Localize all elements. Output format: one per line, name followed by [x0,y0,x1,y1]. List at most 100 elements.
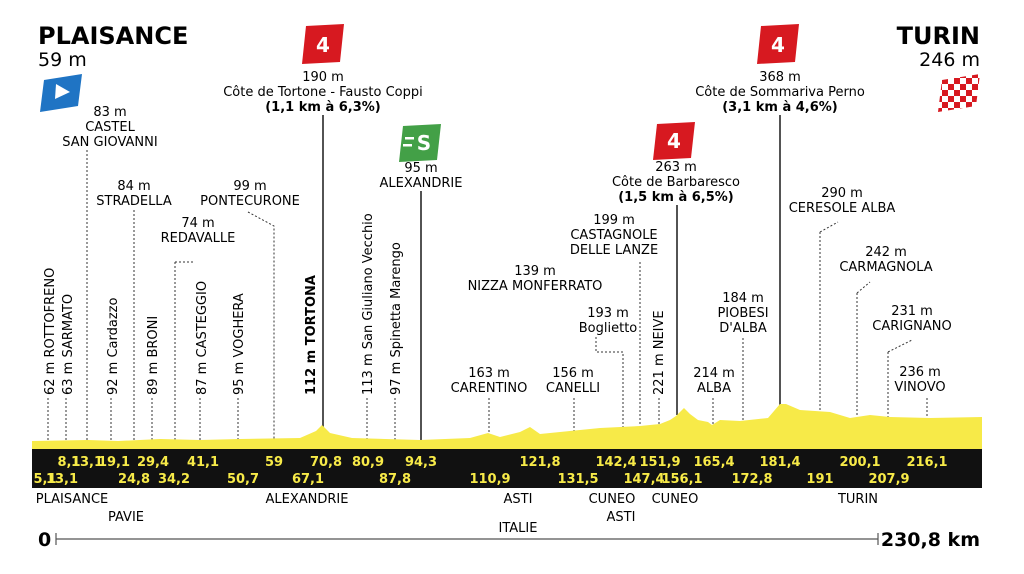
km-bottom-label: 87,8 [379,472,411,487]
town-below-asti-2: ASTI [607,510,636,525]
label-castel-l2: SAN GIOVANNI [62,135,157,150]
sprint-altitude: 95 m [404,161,437,176]
km-top-label: 59 [265,455,283,470]
km-top-label: 41,1 [187,455,219,470]
label-vinovo-alt: 236 m [899,365,941,380]
finish-altitude: 246 m [919,49,980,71]
vlabel-cardazzo: 92 m Cardazzo [106,298,121,395]
label-canelli-name: CANELLI [546,381,600,396]
label-piobesi-l2: D'ALBA [719,321,767,336]
label-boglietto-name: Boglietto [579,321,638,336]
label-redavalle-name: REDAVALLE [161,231,236,246]
km-top-label: 181,4 [759,455,800,470]
label-castagnole-l1: CASTAGNOLE [570,228,657,243]
vlabel-neive: 221 m NEIVE [652,310,667,395]
climb-category-icon-sommariva: 4 [757,24,799,64]
km-bottom-label: 172,8 [731,472,772,487]
label-canelli-alt: 156 m [552,366,594,381]
km-bottom-label: 5,1 [33,472,56,487]
town-below-cuneo-2: CUNEO [652,492,699,507]
label-pontecurone-name: PONTECURONE [200,194,300,209]
town-below-asti: ASTI [504,492,533,507]
km-bottom-label: 156,1 [661,472,702,487]
label-castagnole-l2: DELLE LANZE [570,243,658,258]
label-castagnole-alt: 199 m [593,213,635,228]
label-carmagnola-name: CARMAGNOLA [839,260,932,275]
vlabel-sangiuliano: 113 m San Giuliano Vecchio [361,213,376,395]
km-top-label: 121,8 [519,455,560,470]
km-bottom-label: 110,9 [469,472,510,487]
summit-lines [322,115,781,441]
label-carignano-alt: 231 m [891,304,933,319]
label-piobesi-alt: 184 m [722,291,764,306]
climb-name-sommariva: Côte de Sommariva Perno [695,85,865,100]
km-top-label: 13,1 [71,455,103,470]
distance-total: 230,8 km [881,529,980,551]
km-bottom-label: 13,1 [46,472,78,487]
start-altitude: 59 m [38,49,87,71]
climb-detail-barbaresco: (1,5 km à 6,5%) [618,190,734,205]
distance-band [32,449,982,488]
km-bottom-label: 191 [806,472,833,487]
label-ceresole-alt: 290 m [821,186,863,201]
label-carignano-name: CARIGNANO [872,319,952,334]
km-bottom-label: 50,7 [227,472,259,487]
km-bottom-label: 24,8 [118,472,150,487]
vlabel-casteggio: 87 m CASTEGGIO [195,281,210,395]
km-top-label: 80,9 [352,455,384,470]
label-alba-alt: 214 m [693,366,735,381]
label-ceresole-name: CERESOLE ALBA [789,201,896,216]
km-top-label: 151,9 [639,455,680,470]
label-pontecurone-alt: 99 m [233,179,266,194]
label-carmagnola-alt: 242 m [865,245,907,260]
vlabel-rottofreno: 62 m ROTTOFRENO [43,268,58,395]
country-label: ITALIE [499,521,538,536]
km-top-label: 216,1 [906,455,947,470]
label-redavalle-alt: 74 m [181,216,214,231]
label-vinovo-name: VINOVO [894,380,945,395]
town-below-cuneo: CUNEO [589,492,636,507]
label-castel-l1: CASTEL [85,120,135,135]
sprint-icon: S [399,124,441,162]
vlabel-spinetta: 97 m Spinetta Marengo [389,242,404,395]
climb-category-icon-tortone: 4 [302,24,344,64]
climb-altitude-barbaresco: 263 m [655,160,697,175]
climb-category-sommariva: 4 [771,33,785,57]
climb-altitude-tortone: 190 m [302,70,344,85]
sprint-symbol: S [417,131,431,155]
climb-detail-tortone: (1,1 km à 6,3%) [265,100,381,115]
label-nizza-alt: 139 m [514,264,556,279]
climb-altitude-sommariva: 368 m [759,70,801,85]
label-alba-name: ALBA [697,381,731,396]
finish-name: TURIN [897,22,980,50]
climb-category-barbaresco: 4 [667,129,681,153]
start-flag-icon [40,74,82,112]
km-bottom-label: 34,2 [158,472,190,487]
km-top-label: 70,8 [310,455,342,470]
label-stradella-name: STRADELLA [96,194,172,209]
km-top-label: 19,1 [98,455,130,470]
km-top-label: 94,3 [405,455,437,470]
label-stradella-alt: 84 m [117,179,150,194]
label-piobesi-l1: PIOBESI [717,306,768,321]
km-top-label: 142,4 [595,455,636,470]
km-top-label: 165,4 [693,455,734,470]
distance-start: 0 [38,529,51,551]
km-top-label: 200,1 [839,455,880,470]
km-top-label: 29,4 [137,455,169,470]
vlabel-tortona: 112 m TORTONA [304,275,319,395]
label-carentino-alt: 163 m [468,366,510,381]
label-boglietto-alt: 193 m [587,306,629,321]
climb-category-tortone: 4 [316,33,330,57]
climb-category-icon-barbaresco: 4 [653,122,695,160]
town-below-turin: TURIN [837,492,878,507]
country-bg [498,520,548,538]
km-bottom-label: 207,9 [868,472,909,487]
climb-name-barbaresco: Côte de Barbaresco [612,175,740,190]
km-top-label: 8,1 [57,455,80,470]
start-name: PLAISANCE [38,22,188,50]
vlabel-broni: 89 m BRONI [146,316,161,395]
town-below-pavie: PAVIE [108,510,144,525]
label-nizza-name: NIZZA MONFERRATO [468,279,603,294]
climb-name-tortone: Côte de Tortone - Fausto Coppi [223,85,423,100]
